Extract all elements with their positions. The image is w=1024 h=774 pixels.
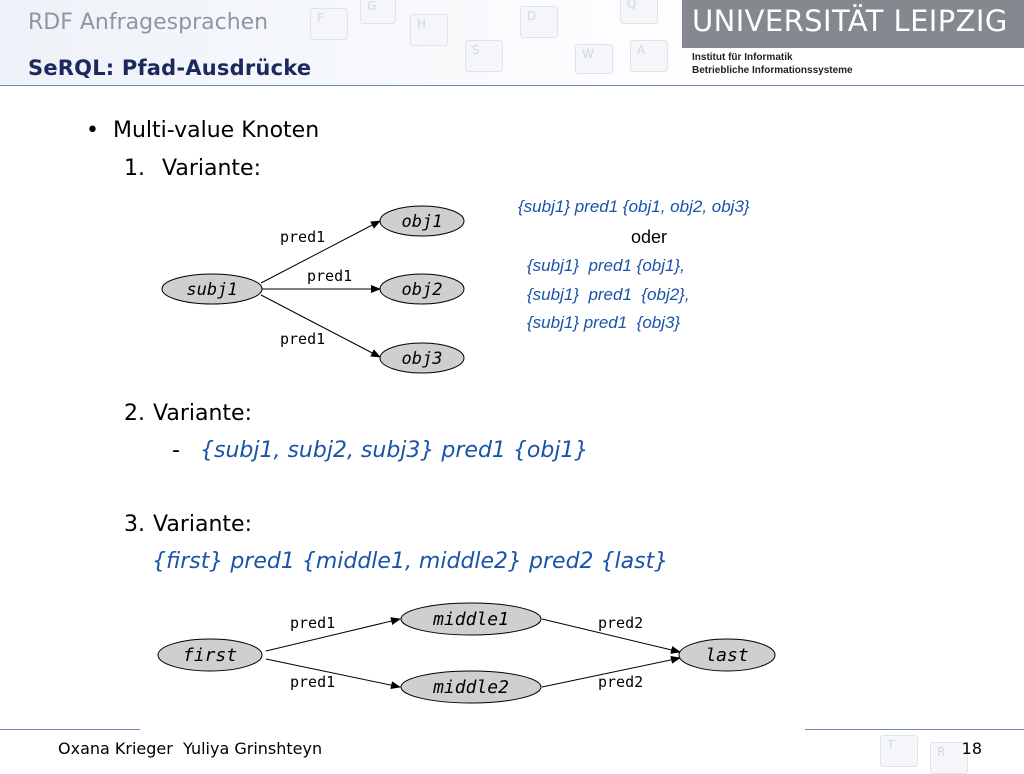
variant1-expanded-line1: {subj1} pred1 {obj1}, <box>527 256 685 275</box>
background-key: A <box>630 40 668 72</box>
node-middle2 <box>400 670 542 704</box>
node-label-obj2: obj2 <box>402 280 443 300</box>
topic-label: RDF Anfragesprachen <box>28 10 269 35</box>
node-label-middle1: middle1 <box>432 609 509 630</box>
edge-label-pred2: pred2 <box>598 673 643 691</box>
background-key: W <box>575 44 613 74</box>
graph-multi-object: pred1 pred1 pred1 subj1 obj1 obj2 obj3 <box>161 205 465 374</box>
variant1-label: Variante: <box>162 156 261 181</box>
edge-label-pred2: pred2 <box>598 614 643 632</box>
footer-divider-right <box>805 729 1024 730</box>
institute-name: Institut für Informatik <box>692 52 793 63</box>
background-key: S <box>465 40 503 72</box>
edge-first-middle1 <box>265 617 401 652</box>
edge-label-pred1: pred1 <box>290 673 335 691</box>
node-last <box>678 638 776 672</box>
background-key: T <box>880 735 918 767</box>
background-key: G <box>360 0 396 24</box>
edge-label-pred1: pred1 <box>280 330 325 348</box>
background-key: Q <box>620 0 658 24</box>
variant1-number: 1. <box>124 156 145 181</box>
bullet-text: Multi-value Knoten <box>113 118 320 143</box>
node-label-last: last <box>705 645 748 666</box>
variant1-expression: {subj1} pred1 {obj1, obj2, obj3} <box>518 197 750 216</box>
node-obj2 <box>379 273 465 305</box>
graph-path-expression: pred1 pred1 pred2 pred2 first middle1 mi… <box>157 602 776 704</box>
node-obj1 <box>379 205 465 237</box>
node-subj1 <box>161 273 263 305</box>
variant3-label: Variante: <box>153 512 252 537</box>
background-key: F <box>310 8 348 40</box>
department-name: Betriebliche Informationssysteme <box>692 65 853 76</box>
edge-label-pred1: pred1 <box>307 267 352 285</box>
header-divider <box>0 85 1024 86</box>
node-label-obj1: obj1 <box>402 212 443 232</box>
university-logo <box>682 0 1024 48</box>
edge-middle1-last <box>541 618 681 654</box>
edge-label-pred1: pred1 <box>290 614 335 632</box>
or-label: oder <box>631 227 668 247</box>
variant3-number: 3. <box>124 512 145 537</box>
node-first <box>157 638 263 672</box>
node-label-first: first <box>183 645 237 666</box>
slide-title: SeRQL: Pfad-Ausdrücke <box>28 56 312 80</box>
node-label-middle2: middle2 <box>432 677 509 698</box>
edge-middle2-last <box>541 655 681 688</box>
footer-divider-left <box>0 729 140 730</box>
node-obj3 <box>379 342 465 374</box>
edge-label-pred1: pred1 <box>280 228 325 246</box>
edge-subj1-obj1 <box>260 220 381 284</box>
node-label-obj3: obj3 <box>402 349 443 369</box>
variant2-dash: - <box>172 438 180 463</box>
variant2-expression: {subj1, subj2, subj3} pred1 {obj1} <box>200 438 589 463</box>
variant3-expression: {first} pred1 {middle1, middle2} pred2 {… <box>152 549 669 574</box>
bullet-marker: • <box>86 118 99 143</box>
university-logo-text: UNIVERSITÄT LEIPZIG <box>692 4 1008 38</box>
page-number: 18 <box>961 739 982 758</box>
variant2-label: Variante: <box>153 401 252 426</box>
node-label-subj1: subj1 <box>186 280 237 300</box>
edge-subj1-obj3 <box>260 294 381 358</box>
edge-first-middle2 <box>265 658 401 690</box>
variant1-expanded-line3: {subj1} pred1 {obj3} <box>527 313 681 332</box>
background-key: H <box>410 14 448 46</box>
variant2-number: 2. <box>124 401 145 426</box>
background-key: D <box>520 6 558 38</box>
footer-authors: Oxana Krieger Yuliya Grinshteyn <box>58 739 323 758</box>
node-middle1 <box>400 602 542 636</box>
variant1-expanded-line2: {subj1} pred1 {obj2}, <box>527 285 690 304</box>
